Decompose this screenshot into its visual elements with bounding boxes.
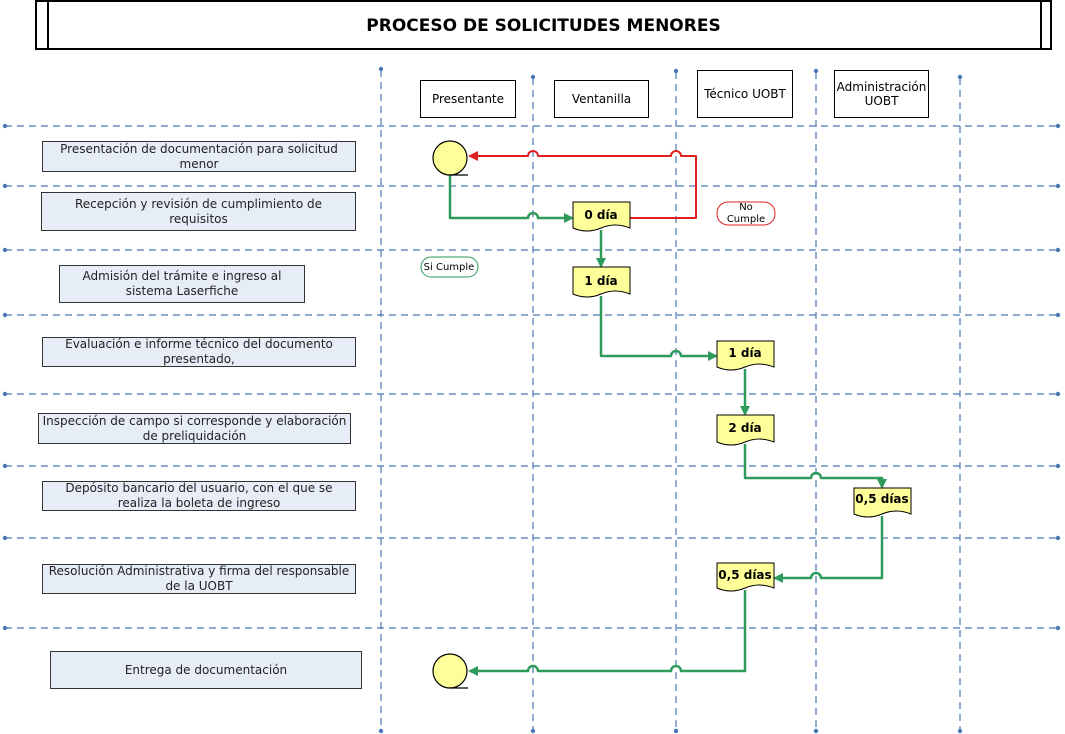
start-terminal	[432, 140, 468, 176]
document-resolucion: 0,5 días	[716, 562, 775, 592]
condition-no-cumple: No Cumple	[716, 201, 776, 226]
document-deposito: 0,5 días	[853, 487, 912, 518]
step-box-presentacion: Presentación de documentación para solic…	[42, 141, 356, 172]
document-evaluacion: 1 día	[716, 340, 775, 371]
document-label: 1 día	[728, 346, 761, 360]
horizontal-row-lines	[5, 125, 1058, 629]
title-banner: PROCESO DE SOLICITUDES MENORES	[35, 0, 1052, 50]
connector-deposito-to-resolucion	[773, 516, 884, 583]
document-inspeccion: 2 día	[716, 414, 775, 446]
vertical-lane-lines	[380, 70, 961, 730]
document-admision: 1 día	[572, 266, 631, 298]
lane-line-endpoints	[378, 66, 963, 734]
connector-resolucion-to-end	[468, 590, 747, 676]
document-label: 0,5 días	[718, 568, 771, 582]
title-banner-inner	[47, 0, 1042, 50]
document-label: 0,5 días	[855, 492, 908, 506]
row-line-endpoints	[2, 123, 1061, 631]
connector-admision-to-evaluacion	[599, 296, 718, 361]
no-cumple-line-1: No	[739, 202, 753, 213]
step-box-inspeccion: Inspección de campo si corresponde y ela…	[38, 413, 351, 444]
connector-reject-to-start	[468, 150, 697, 219]
flow-connector-red	[468, 150, 697, 219]
diagram-title: PROCESO DE SOLICITUDES MENORES	[366, 16, 721, 36]
lane-header-administracion: Administración UOBT	[834, 70, 929, 118]
step-box-recepcion: Recepción y revisión de cumplimiento de …	[41, 192, 356, 231]
lane-header-presentante: Presentante	[420, 80, 516, 118]
document-recepcion: 0 día	[572, 201, 631, 232]
step-box-resolucion: Resolución Administrativa y firma del re…	[42, 564, 356, 594]
document-label: 1 día	[584, 274, 617, 288]
connector-inspeccion-to-deposito	[743, 444, 887, 489]
flow-connectors-green	[448, 175, 887, 676]
end-terminal	[432, 653, 468, 689]
si-cumple-label: Si Cumple	[424, 262, 475, 273]
connector-start-to-recepcion	[448, 175, 574, 223]
condition-si-cumple: Si Cumple	[420, 256, 479, 278]
document-label: 2 día	[728, 421, 761, 435]
lane-header-ventanilla: Ventanilla	[554, 80, 649, 118]
no-cumple-line-2: Cumple	[727, 214, 765, 225]
step-box-entrega: Entrega de documentación	[50, 651, 362, 689]
lane-header-tecnico: Técnico UOBT	[697, 70, 793, 118]
step-box-admision: Admisión del trámite e ingreso al sistem…	[59, 265, 305, 303]
document-label: 0 día	[584, 208, 617, 222]
step-box-evaluacion: Evaluación e informe técnico del documen…	[42, 337, 356, 367]
step-box-deposito: Depósito bancario del usuario, con el qu…	[42, 481, 356, 511]
